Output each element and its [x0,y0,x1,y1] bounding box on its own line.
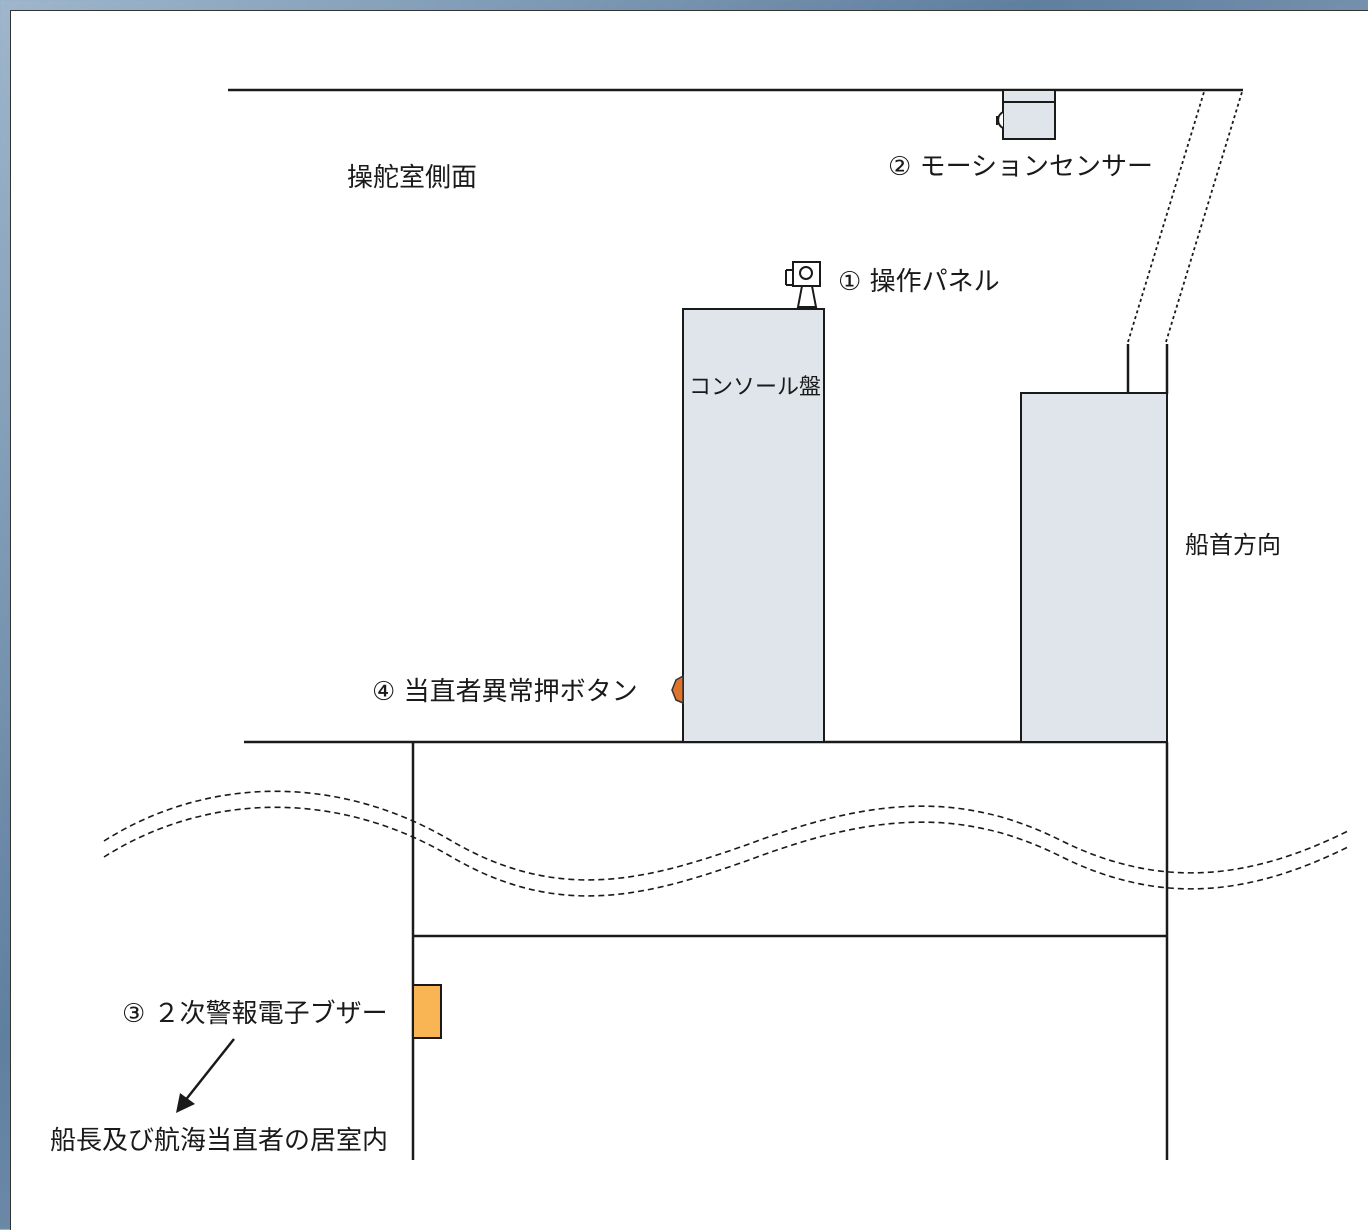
cabin-arrow-line [183,1038,235,1103]
buzzer-label: ③ ２次警報電子ブザー [122,999,388,1029]
bow-console-box [1020,392,1168,743]
console-label: コンソール盤 [689,375,821,400]
emergency-button-label: ④ 当直者異常押ボタン [372,677,638,707]
emergency-button-icon [671,674,684,705]
bridge-side-title: 操舵室側面 [347,163,477,193]
motion-sensor-icon [996,89,1056,140]
operation-panel-label: ① 操作パネル [838,267,1000,297]
cabin-arrow-head [176,1093,195,1113]
operation-panel-icon [785,261,821,308]
console-box [682,308,825,743]
break-line-upper [103,790,1351,881]
motion-sensor-label: ② モーションセンサー [888,152,1153,182]
mast-dotted-right [1165,91,1243,343]
cabin-label: 船長及び航海当直者の居室内 [50,1126,388,1156]
mast-dotted-left [1127,91,1205,343]
bow-direction-label: 船首方向 [1185,531,1281,559]
break-line-lower [103,806,1351,897]
buzzer-icon [412,984,442,1039]
